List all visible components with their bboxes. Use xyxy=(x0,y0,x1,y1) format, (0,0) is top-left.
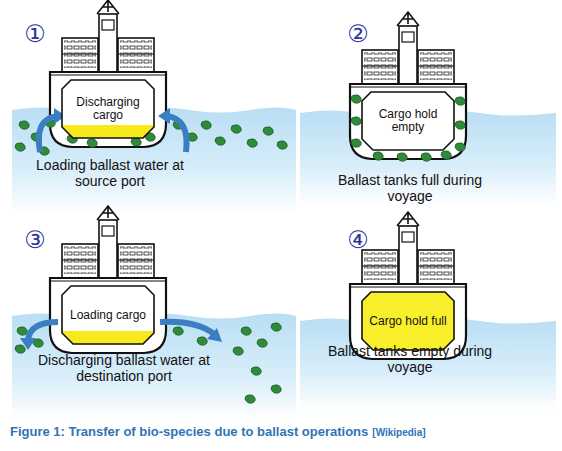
hold-label: Cargo hold empty xyxy=(373,108,443,134)
source-note: [Wikipedia] xyxy=(372,427,425,438)
cargo-hold: Loading cargo xyxy=(61,285,155,345)
cargo-hold: Cargo hold full xyxy=(361,291,455,351)
cargo-hold: Discharging cargo xyxy=(61,79,155,139)
hold-label: Discharging cargo xyxy=(67,96,149,122)
step-label: Discharging ballast water at destination… xyxy=(31,352,217,384)
figure-caption: Figure 1: Transfer of bio-species due to… xyxy=(10,424,368,439)
hold-label: Cargo hold full xyxy=(369,315,446,328)
callout-number: ④ xyxy=(343,225,373,255)
cargo-hold: Cargo hold empty xyxy=(361,91,455,151)
callout-number: ③ xyxy=(20,225,50,255)
step-label: Ballast tanks full during voyage xyxy=(335,172,485,204)
step-label: Loading ballast water at source port xyxy=(35,157,185,189)
callout-number: ② xyxy=(343,19,373,49)
step-label: Ballast tanks empty during voyage xyxy=(325,343,495,375)
caption-row: Figure 1: Transfer of bio-species due to… xyxy=(10,424,426,439)
callout-number: ① xyxy=(20,19,50,49)
hold-label: Loading cargo xyxy=(70,309,146,322)
